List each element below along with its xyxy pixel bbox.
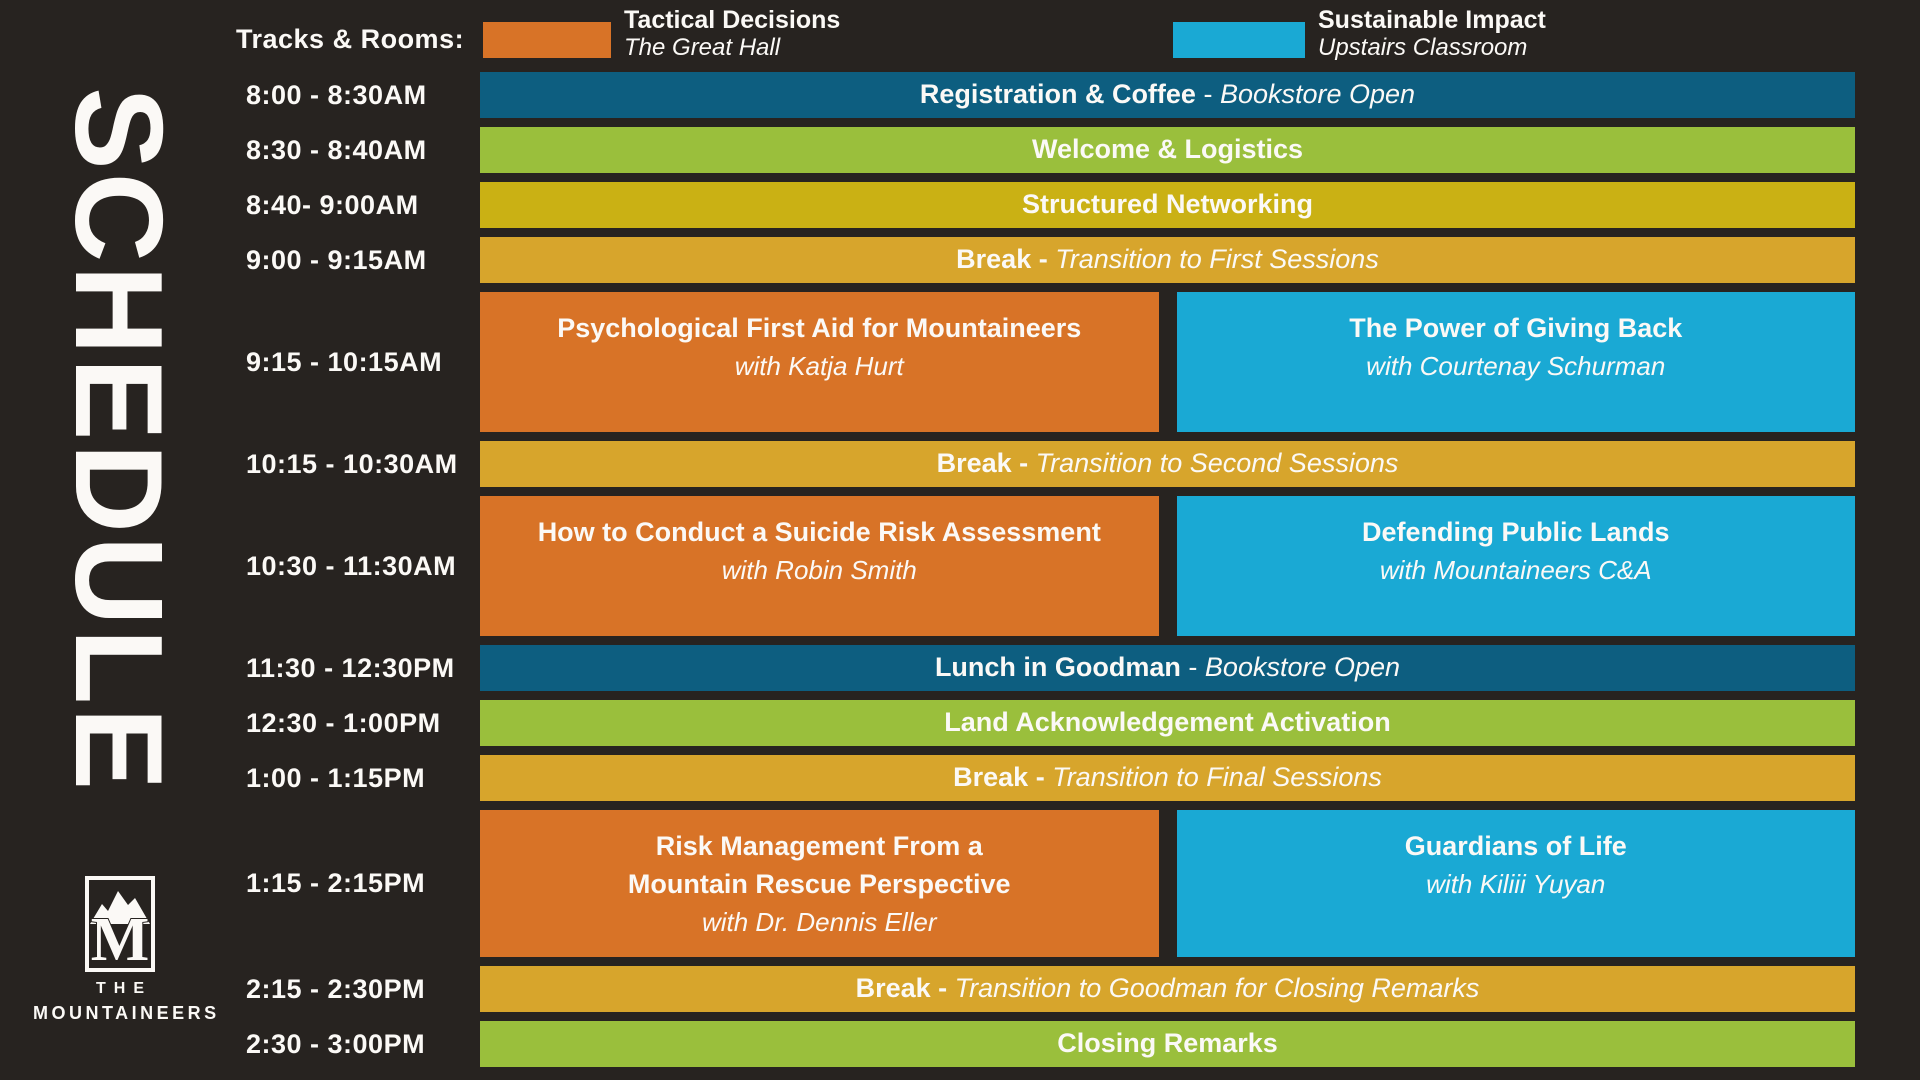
legend-swatch-sustainable <box>1173 22 1305 58</box>
event-subtitle: Transition to First Sessions <box>1055 243 1379 274</box>
schedule-row: 2:30 - 3:00PM Closing Remarks <box>246 1021 1855 1067</box>
time-label: 1:00 - 1:15PM <box>246 762 426 793</box>
event-title: Break - <box>855 972 948 1003</box>
session-title-line2: Mountain Rescue Perspective <box>627 869 1011 899</box>
event-bar: Break - Transition to Final Sessions <box>480 755 1855 801</box>
logo-line2: MOUNTAINEERS <box>33 1003 220 1023</box>
event-bar: Welcome & Logistics <box>480 127 1855 173</box>
session-title: Psychological First Aid for Mountaineers <box>557 313 1082 343</box>
event-title: Lunch in Goodman <box>934 651 1181 682</box>
schedule-row: 1:00 - 1:15PM Break - Transition to Fina… <box>246 755 1855 801</box>
event-title: Break - <box>956 243 1048 274</box>
event-title: Break - <box>936 447 1029 478</box>
event-bar: Structured Networking <box>480 182 1855 228</box>
time-label: 9:15 - 10:15AM <box>246 346 443 377</box>
schedule-row: 10:30 - 11:30AM How to Conduct a Suicide… <box>246 496 1855 636</box>
session-title: Guardians of Life <box>1404 831 1627 861</box>
legend-swatch-tactical <box>483 22 611 58</box>
session-card-sustainable: Defending Public Lands with Mountaineers… <box>1176 496 1855 636</box>
time-label: 10:30 - 11:30AM <box>246 550 457 581</box>
legend-entry-sustainable: Sustainable Impact Upstairs Classroom <box>1318 6 1546 62</box>
session-speaker: with Kiliii Yuyan <box>1426 869 1606 899</box>
event-title: Structured Networking <box>1021 188 1314 219</box>
session-title: How to Conduct a Suicide Risk Assessment <box>537 517 1101 547</box>
track-room: Upstairs Classroom <box>1318 34 1528 61</box>
time-label: 11:30 - 12:30PM <box>246 652 455 683</box>
event-separator <box>1048 244 1056 275</box>
session-title: Risk Management From a <box>655 831 983 861</box>
event-subtitle: Bookstore Open <box>1219 78 1416 109</box>
schedule-row: 9:15 - 10:15AM Psychological First Aid f… <box>246 292 1855 432</box>
session-speaker: with Mountaineers C&A <box>1379 555 1652 585</box>
event-title: Break - <box>953 761 1045 792</box>
svg-text:M: M <box>91 906 150 972</box>
time-label: 8:40- 9:00AM <box>246 189 419 220</box>
session-card-tactical: Psychological First Aid for Mountaineers… <box>480 292 1159 432</box>
session-speaker: with Robin Smith <box>721 555 917 585</box>
event-bar: Break - Transition to Goodman for Closin… <box>480 966 1855 1012</box>
schedule-row: 11:30 - 12:30PM Lunch in Goodman - Books… <box>246 645 1855 691</box>
track-room: The Great Hall <box>624 34 781 61</box>
time-label: 9:00 - 9:15AM <box>246 244 427 275</box>
event-separator <box>1028 448 1036 479</box>
event-separator <box>947 973 955 1004</box>
time-label: 10:15 - 10:30AM <box>246 448 458 479</box>
event-bar: Registration & Coffee - Bookstore Open <box>480 72 1855 118</box>
schedule-row: 10:15 - 10:30AM Break - Transition to Se… <box>246 441 1855 487</box>
session-speaker: with Katja Hurt <box>734 351 904 381</box>
event-bar: Break - Transition to Second Sessions <box>480 441 1855 487</box>
session-card-sustainable: The Power of Giving Back with Courtenay … <box>1176 292 1855 432</box>
event-title: Land Acknowledgement Activation <box>944 706 1391 737</box>
time-label: 1:15 - 2:15PM <box>246 868 426 898</box>
event-bar: Land Acknowledgement Activation <box>480 700 1855 746</box>
event-subtitle: Bookstore Open <box>1204 651 1401 682</box>
legend-label: Tracks & Rooms: <box>236 24 465 54</box>
session-pair: Risk Management From a Mountain Rescue P… <box>480 810 1855 957</box>
time-label: 8:30 - 8:40AM <box>246 134 427 165</box>
schedule-row: 1:15 - 2:15PM Risk Management From a Mou… <box>246 810 1855 957</box>
session-card-tactical: How to Conduct a Suicide Risk Assessment… <box>480 496 1159 636</box>
time-label: 8:00 - 8:30AM <box>246 79 427 110</box>
schedule-row: 2:15 - 2:30PM Break - Transition to Good… <box>246 966 1855 1012</box>
mountaineers-logo: M THE MOUNTAINEERS <box>30 876 220 1024</box>
event-subtitle: Transition to Second Sessions <box>1035 447 1399 478</box>
schedule-grid: 8:00 - 8:30AM Registration & Coffee - Bo… <box>246 72 1855 1067</box>
event-separator <box>1045 762 1053 793</box>
event-title: Registration & Coffee <box>919 78 1196 109</box>
event-bar: Break - Transition to First Sessions <box>480 237 1855 283</box>
legend-entry-tactical: Tactical Decisions The Great Hall <box>624 6 840 62</box>
schedule-vertical-title: SCHEDULE <box>49 86 187 794</box>
event-title: Closing Remarks <box>1057 1027 1278 1058</box>
mountaineers-logo-icon: M <box>85 876 155 972</box>
track-name: Sustainable Impact <box>1318 6 1546 34</box>
session-title: The Power of Giving Back <box>1349 313 1683 343</box>
track-name: Tactical Decisions <box>624 6 841 34</box>
schedule-row: 8:40- 9:00AM Structured Networking <box>246 182 1855 228</box>
event-separator: - <box>1180 651 1205 682</box>
session-pair: Psychological First Aid for Mountaineers… <box>480 292 1855 432</box>
schedule-row: 8:00 - 8:30AM Registration & Coffee - Bo… <box>246 72 1855 118</box>
event-bar: Closing Remarks <box>480 1021 1855 1067</box>
schedule-row: 8:30 - 8:40AM Welcome & Logistics <box>246 127 1855 173</box>
event-subtitle: Transition to Goodman for Closing Remark… <box>954 972 1480 1003</box>
schedule-row: 12:30 - 1:00PM Land Acknowledgement Acti… <box>246 700 1855 746</box>
session-title: Defending Public Lands <box>1361 517 1670 547</box>
session-speaker: with Courtenay Schurman <box>1366 351 1666 381</box>
session-speaker: with Dr. Dennis Eller <box>701 907 937 937</box>
session-card-sustainable: Guardians of Life with Kiliii Yuyan <box>1176 810 1855 957</box>
event-separator: - <box>1195 78 1220 109</box>
event-subtitle: Transition to Final Sessions <box>1052 761 1382 792</box>
session-card-tactical: Risk Management From a Mountain Rescue P… <box>480 810 1159 957</box>
session-pair: How to Conduct a Suicide Risk Assessment… <box>480 496 1855 636</box>
event-title: Welcome & Logistics <box>1031 133 1304 164</box>
event-bar: Lunch in Goodman - Bookstore Open <box>480 645 1855 691</box>
schedule-row: 9:00 - 9:15AM Break - Transition to Firs… <box>246 237 1855 283</box>
time-label: 12:30 - 1:00PM <box>246 707 441 738</box>
logo-line1: THE <box>96 980 152 997</box>
time-label: 2:30 - 3:00PM <box>246 1028 426 1059</box>
time-label: 2:15 - 2:30PM <box>246 973 426 1004</box>
